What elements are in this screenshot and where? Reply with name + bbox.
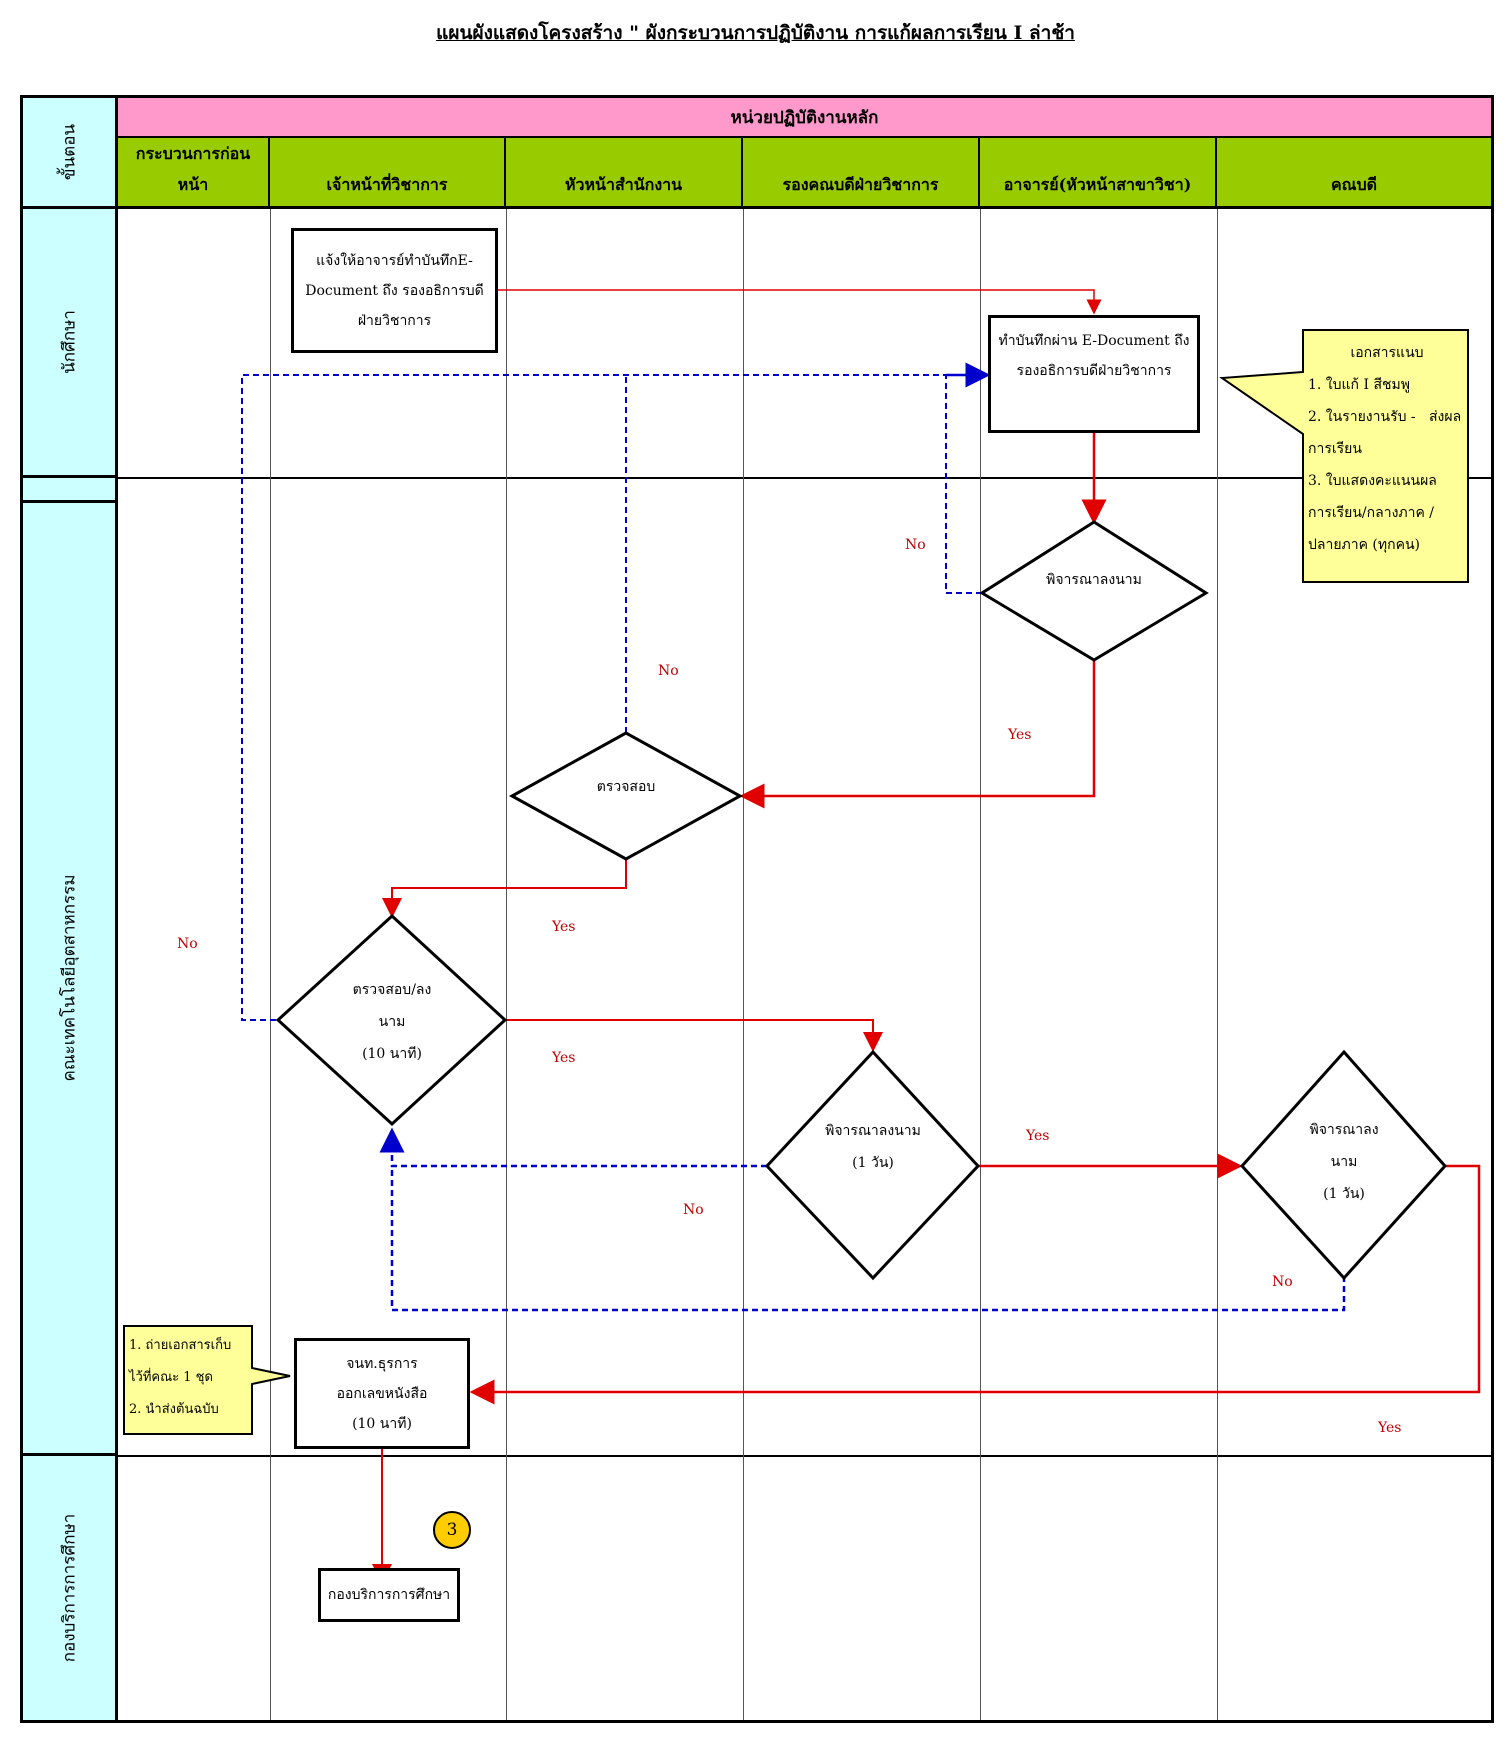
decision-dean-text: พิจารณาลง นาม (1 วัน) bbox=[1309, 1114, 1378, 1210]
connector-notify-to-memo bbox=[497, 289, 1102, 315]
attachment-note-shape bbox=[1219, 329, 1469, 583]
attachment-note-line: ปลายภาค (ทุกคน) bbox=[1308, 537, 1420, 553]
label-office-no: No bbox=[658, 663, 679, 679]
decision-vice-text: พิจารณาลงนาม (1 วัน) bbox=[825, 1115, 921, 1179]
connector-office-yes bbox=[382, 859, 627, 918]
issue-line: (10 นาที) bbox=[352, 1415, 412, 1432]
memo-box: ทำบันทึกผ่าน E-Document ถึง รองอธิการบดี… bbox=[988, 315, 1200, 433]
attachment-note-line: 2. ในรายงานรับ - ส่งผล bbox=[1308, 409, 1462, 425]
connector-staff-no bbox=[241, 374, 946, 1021]
copy-note-line: 2. นำส่งต้นฉบับ bbox=[129, 1402, 219, 1417]
column-divider bbox=[1217, 209, 1218, 1720]
diagram-frame bbox=[20, 95, 1494, 1723]
lane-faculty: คณะเทคโนโลยีอุตสาหกรรม bbox=[23, 503, 118, 1456]
label-teacher-yes: Yes bbox=[1008, 727, 1032, 743]
decision-staff-text: ตรวจสอบ/ลง นาม (10 นาที) bbox=[353, 974, 432, 1070]
connector-dean-yes bbox=[469, 1164, 1481, 1405]
connector-vice-no bbox=[379, 1127, 767, 1168]
column-divider bbox=[270, 209, 271, 1720]
label-office-yes: Yes bbox=[552, 919, 576, 935]
col-header-academic-staff: เจ้าหน้าที่วิชาการ bbox=[270, 138, 506, 209]
connector-dean-no bbox=[390, 1166, 1346, 1312]
col-header-teacher: อาจารย์(หัวหน้าสาขาวิชา) bbox=[980, 138, 1217, 209]
connector-staff-yes bbox=[505, 1019, 883, 1052]
decision-teacher-text: พิจารณาลงนาม bbox=[1046, 572, 1142, 588]
attachment-note-heading: เอกสารแนบ bbox=[1350, 345, 1424, 361]
decision-vice-diamond bbox=[764, 1049, 981, 1281]
notify-line: แจ้งให้อาจารย์ทำบันทึกE- bbox=[316, 252, 473, 269]
decision-vice-line: (1 วัน) bbox=[852, 1155, 894, 1171]
label-vice-yes: Yes bbox=[1026, 1128, 1050, 1144]
issue-line: ออกเลขหนังสือ bbox=[336, 1385, 428, 1402]
connector-teacher-yes bbox=[739, 660, 1096, 809]
decision-dean-line: นาม bbox=[1330, 1154, 1358, 1170]
col-header-vice-dean: รองคณบดีฝ่ายวิชาการ bbox=[743, 138, 980, 209]
column-divider bbox=[506, 209, 507, 1720]
decision-office-diamond bbox=[508, 731, 744, 861]
column-divider bbox=[743, 209, 744, 1720]
memo-line: ทำบันทึกผ่าน E-Document ถึง bbox=[998, 333, 1190, 349]
copy-note-text: 1. ถ่ายเอกสารเก็บ ไว้ที่คณะ 1 ชุด 2. นำส… bbox=[129, 1330, 251, 1426]
main-unit-header: หน่วยปฏิบัติงานหลัก bbox=[118, 98, 1491, 138]
lane-divider bbox=[118, 477, 1491, 479]
col-header-preprocess: กระบวนการก่อน หน้า bbox=[118, 138, 270, 209]
decision-office-text: ตรวจสอบ bbox=[596, 779, 656, 795]
registrar-box: กองบริการการศึกษา bbox=[318, 1568, 460, 1622]
notify-line: Document ถึง รองอธิการบดี bbox=[305, 282, 484, 299]
col-header-dean: คณบดี bbox=[1217, 138, 1491, 209]
attachment-note-text: เอกสารแนบ 1. ใบแก้ I สีชมพู 2. ในรายงานร… bbox=[1308, 337, 1466, 561]
lane-divider bbox=[118, 1455, 1491, 1457]
label-staff-no: No bbox=[177, 936, 198, 952]
memo-line: รองอธิการบดีฝ่ายวิชาการ bbox=[1016, 363, 1172, 379]
lane-registrar: กองบริการการศึกษา bbox=[23, 1456, 118, 1720]
label-staff-yes: Yes bbox=[552, 1050, 576, 1066]
col-header-preprocess-line1: กระบวนการก่อน bbox=[135, 144, 251, 163]
copy-note-shape bbox=[123, 1325, 291, 1435]
label-dean-yes: Yes bbox=[1378, 1420, 1402, 1436]
page-title: แผนผังแสดงโครงสร้าง " ผังกระบวนการปฏิบัต… bbox=[436, 22, 1075, 44]
copy-note-line: ไว้ที่คณะ 1 ชุด bbox=[129, 1370, 213, 1385]
connector-teacher-no bbox=[945, 375, 982, 594]
decision-dean-diamond bbox=[1239, 1049, 1448, 1281]
decision-vice-line: พิจารณาลงนาม bbox=[825, 1123, 921, 1139]
attachment-note-line: 3. ใบแสดงคะแนนผล bbox=[1308, 473, 1437, 489]
attachment-note-line: การเรียน bbox=[1308, 441, 1362, 457]
step-header: ขั้นตอน bbox=[23, 98, 118, 209]
decision-dean-line: พิจารณาลง bbox=[1309, 1122, 1379, 1138]
lane-student: นักศึกษา bbox=[23, 209, 118, 478]
copy-note-line: 1. ถ่ายเอกสารเก็บ bbox=[129, 1338, 232, 1353]
lane-gap bbox=[23, 478, 118, 503]
decision-staff-line: (10 นาที) bbox=[362, 1046, 422, 1062]
label-vice-no: No bbox=[683, 1202, 704, 1218]
decision-staff-line: ตรวจสอบ/ลง bbox=[352, 982, 432, 998]
decision-teacher-diamond bbox=[979, 520, 1209, 662]
decision-staff-line: นาม bbox=[378, 1014, 406, 1030]
step-number-badge: 3 bbox=[433, 1511, 471, 1549]
issue-line: จนท.ธุรการ bbox=[346, 1355, 418, 1372]
decision-dean-line: (1 วัน) bbox=[1323, 1186, 1365, 1202]
label-dean-no: No bbox=[1272, 1274, 1293, 1290]
col-header-office-head: หัวหน้าสำนักงาน bbox=[506, 138, 743, 209]
label-teacher-no: No bbox=[905, 537, 926, 553]
col-header-preprocess-line2: หน้า bbox=[177, 175, 209, 194]
issue-number-box: จนท.ธุรการ ออกเลขหนังสือ (10 นาที) bbox=[294, 1338, 470, 1449]
attachment-note-line: การเรียน/กลางภาค / bbox=[1308, 505, 1435, 521]
attachment-note-line: 1. ใบแก้ I สีชมพู bbox=[1308, 377, 1410, 393]
notify-line: ฝ่ายวิชาการ bbox=[357, 312, 432, 329]
notify-teacher-box: แจ้งให้อาจารย์ทำบันทึกE- Document ถึง รอ… bbox=[291, 228, 498, 353]
decision-staff-diamond bbox=[275, 913, 508, 1127]
column-divider bbox=[980, 209, 981, 1720]
